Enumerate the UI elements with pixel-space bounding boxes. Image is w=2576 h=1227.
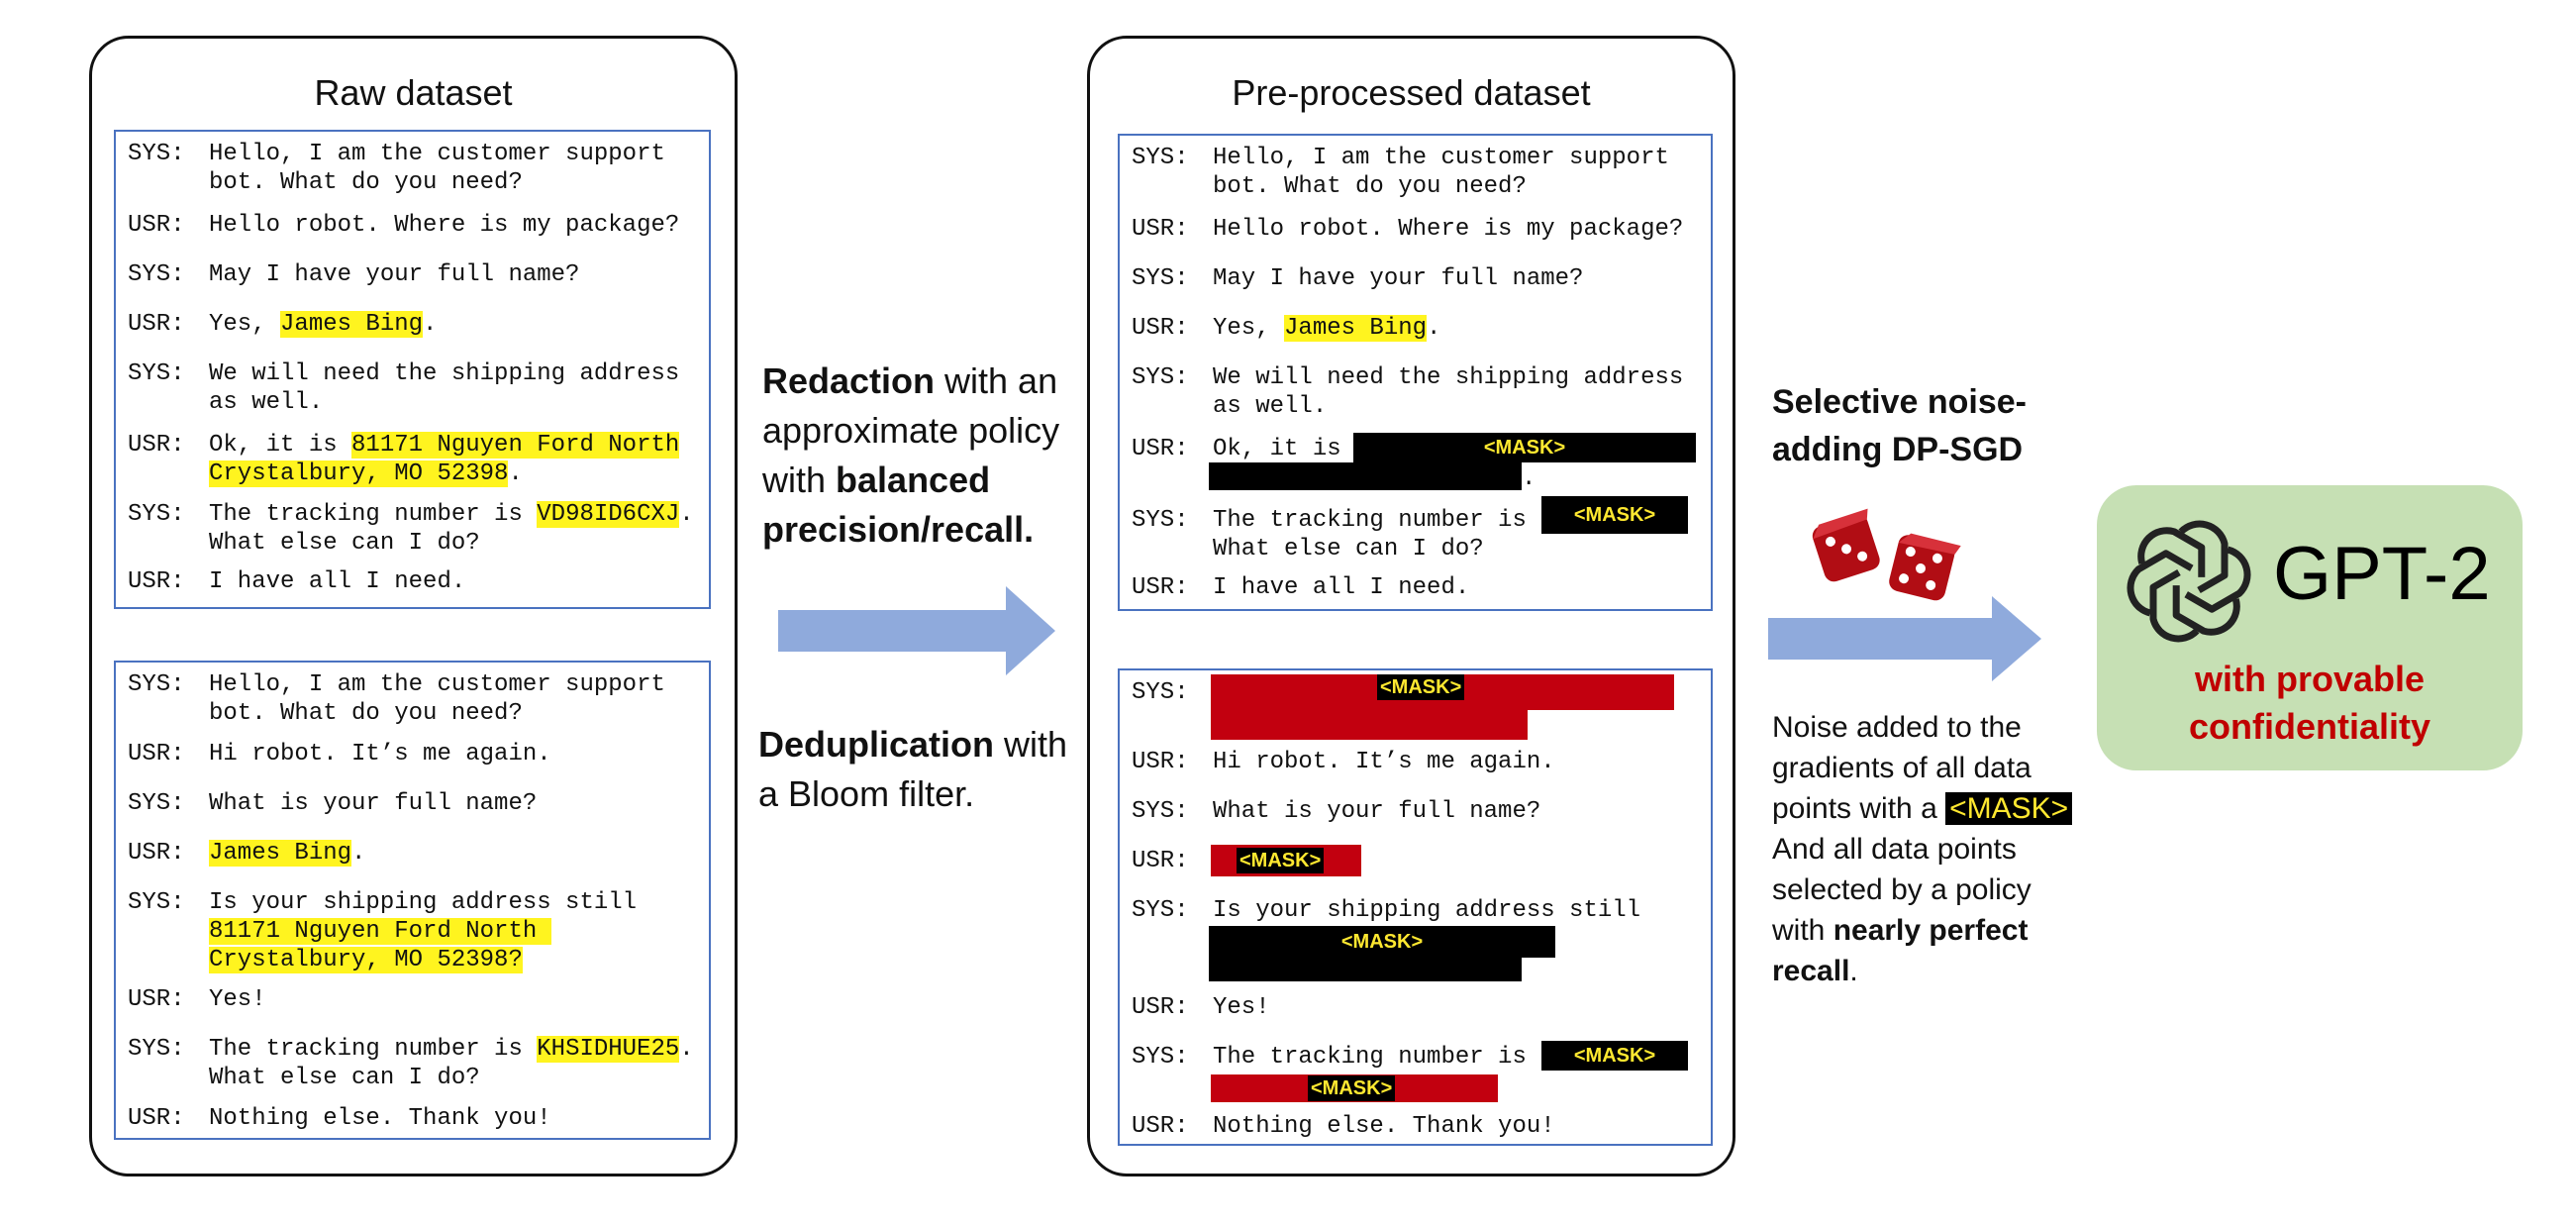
redaction-mask: <MASK> [1308,1075,1396,1101]
dialog-row: USR: Nothing else. Thank you! [1132,1113,1555,1140]
gpt2-subtitle: with provable confidentiality [2188,659,2431,747]
redaction-mask: <MASK> [1541,1041,1688,1071]
preprocessed-dataset-title: Pre-processed dataset [1232,72,1591,113]
redaction-arrow-icon [778,586,1055,675]
preprocessed-dialog-1: SYS: Hello, I am the customer support bo… [1118,134,1713,611]
dialog-row: SYS: May I have your full name? [128,261,580,288]
redaction-mask-continued [1209,958,1522,981]
dialog-row: USR: Hello robot. Where is my package? [1132,216,1684,243]
dialog-row: SYS: The tracking number is . [1132,1044,1623,1071]
dialog-row: USR: Ok, it is 81171 Nguyen Ford North C… [128,432,680,487]
dialog-row: USR: Hi robot. It’s me again. [1132,749,1555,775]
mask-token: <MASK> [1945,792,2073,825]
pii-name-highlight: James Bing [280,311,424,338]
raw-dialog-1: SYS: Hello, I am the customer support bo… [114,130,711,609]
pii-address-highlight: Crystalbury, MO 52398 [209,460,509,487]
redaction-mask: <MASK> [1209,926,1555,958]
dp-sgd-description: Noise added to the gradients of all data… [1772,707,2073,991]
pii-address-highlight: 81171 Nguyen Ford North [351,432,680,459]
raw-dataset-title: Raw dataset [314,72,513,113]
redaction-description: Redaction with an approximate policy wit… [762,360,1060,550]
dialog-row: SYS: What is your full name? [1132,798,1541,825]
dialog-row: USR: Ok, it is . [1132,436,1536,492]
dialog-row: SYS: The tracking number is VD98ID6CXJ. … [128,501,694,557]
pii-address-highlight: 81171 Nguyen Ford North [209,918,551,945]
dp-sgd-title: Selective noise- adding DP-SGD [1772,383,2028,468]
gpt2-title: GPT-2 [2273,532,2491,616]
dialog-row: USR: Nothing else. Thank you! [128,1105,551,1132]
dialog-row: USR: I have all I need. [1132,574,1470,601]
openai-logo-icon [2127,520,2251,643]
dedup-description: Deduplication with a Bloom filter. [758,724,1068,814]
redaction-mask-continued [1209,462,1522,490]
raw-dataset-panel: Raw dataset SYS: Hello, I am the custome… [89,36,738,1176]
redaction-mask: <MASK> [1541,496,1688,534]
pii-address-highlight: Crystalbury, MO 52398? [209,947,523,973]
dialog-row: SYS: The tracking number is KHSIDHUE25. … [128,1036,694,1091]
dice-icon [1812,508,1961,601]
dialog-row: USR: I have all I need. [128,568,466,595]
dialog-row: USR: James Bing. [128,840,366,867]
redaction-mask: <MASK> [1377,674,1465,700]
dialog-row: SYS: Hello, I am the customer support bo… [128,141,665,196]
dialog-row: SYS: We will need the shipping address a… [128,360,680,416]
dedup-red-bar [1211,710,1528,740]
dialog-row: USR: Yes! [128,986,266,1013]
redaction-mask: <MASK> [1353,433,1696,462]
dialog-row: USR: Yes, James Bing. [1132,315,1441,342]
preprocessed-dataset-panel: Pre-processed dataset SYS: Hello, I am t… [1087,36,1735,1176]
dialog-row: SYS: [1132,679,1189,706]
dialog-row: USR: Yes, James Bing. [128,311,438,338]
dialog-row: SYS: We will need the shipping address a… [1132,364,1684,420]
dialog-row: SYS: Is your shipping address still [1132,897,1641,924]
dialog-row: USR: Hi robot. It’s me again. [128,741,551,767]
dialog-row: SYS: May I have your full name? [1132,265,1584,292]
dialog-row: SYS: Is your shipping address still 8117… [128,889,638,973]
pii-tracking-highlight: VD98ID6CXJ [537,501,680,528]
dialog-row: SYS: Hello, I am the customer support bo… [128,671,665,727]
raw-dialog-2: SYS: Hello, I am the customer support bo… [114,661,711,1140]
pii-name-highlight: James Bing [209,840,352,867]
pii-tracking-highlight: KHSIDHUE25 [537,1036,680,1063]
pii-name-highlight: James Bing [1284,315,1428,342]
dialog-row: SYS: Hello, I am the customer support bo… [1132,145,1669,200]
dialog-row: USR: Yes! [1132,994,1270,1021]
preprocessed-dialog-2: SYS: <MASK> USR: Hi robot. It’s me again… [1118,668,1713,1146]
training-arrow-icon [1768,596,2041,681]
redaction-mask: <MASK> [1237,848,1325,873]
dialog-row: SYS: What is your full name? [128,790,538,817]
gpt2-model-box: GPT-2 with provable confidentiality [2097,485,2523,770]
dialog-row: USR: Hello robot. Where is my package? [128,212,680,239]
